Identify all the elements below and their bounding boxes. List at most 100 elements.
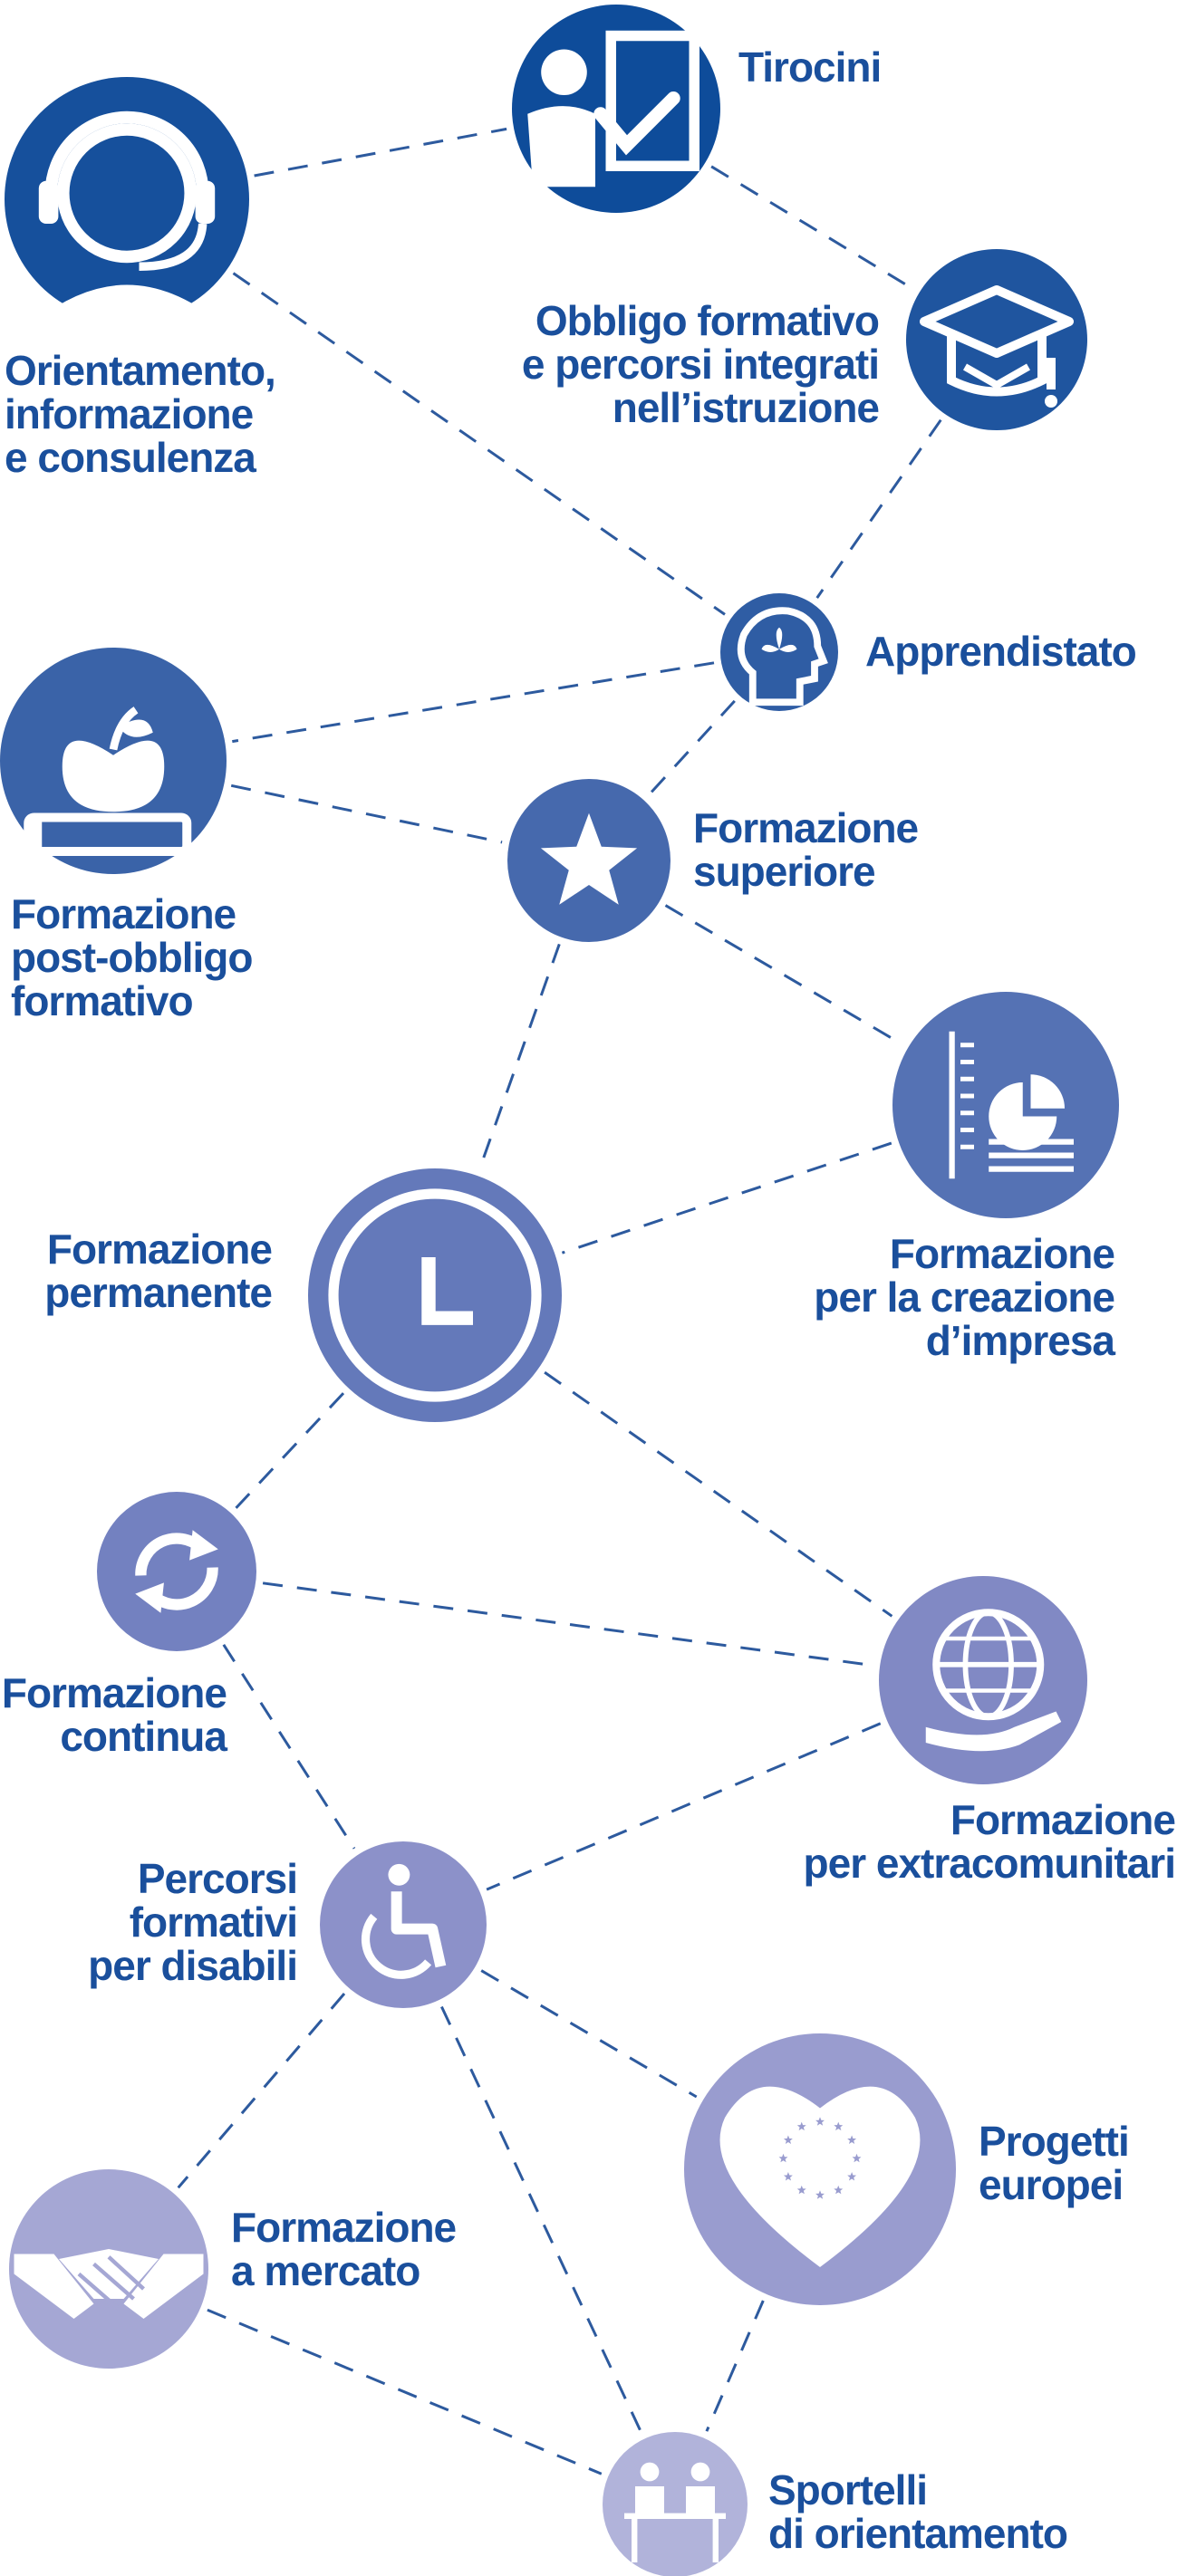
edge-disabili-mercato [177, 1993, 346, 2189]
node-circle-extracomunitari [879, 1576, 1087, 1784]
node-continua [97, 1492, 256, 1651]
node-obbligo [906, 249, 1087, 430]
edge-apprendistato-post_obbligo [232, 661, 715, 744]
node-circle-sportelli [603, 2432, 748, 2576]
edge-orientamento-tirocini [254, 127, 507, 178]
label-line: Orientamento, [5, 347, 275, 394]
edge-obbligo-apprendistato [815, 418, 942, 599]
label-line: formativi [130, 1898, 297, 1946]
handshake-icon [14, 2249, 204, 2319]
label-line: Progetti [979, 2118, 1129, 2165]
edge-continua-disabili [222, 1643, 356, 1850]
edge-disabili-sportelli [440, 2005, 642, 2433]
node-post-obbligo [0, 648, 227, 874]
star-icon [540, 812, 638, 905]
label-line: Formazione [890, 1230, 1115, 1277]
label-line: Obbligo formativo [535, 297, 879, 344]
label-line: Formazione [231, 2204, 457, 2251]
edge-orientamento-apprendistato [232, 272, 726, 616]
label-line: formativo [11, 977, 193, 1024]
label-line: Formazione [950, 1796, 1176, 1843]
label-apprendistato: Apprendistato [865, 628, 1136, 675]
node-circle-continua [97, 1492, 256, 1651]
label-line: continua [60, 1713, 227, 1760]
node-circle-orientamento [5, 77, 249, 322]
edge-superiore-creazione_impresa [664, 904, 903, 1045]
label-line: Tirocini [738, 43, 881, 91]
headset-icon [34, 111, 219, 322]
edge-post_obbligo-superiore [230, 783, 503, 844]
node-orientamento [5, 77, 249, 322]
label-line: Percorsi [138, 1855, 297, 1902]
edge-permanente-continua [235, 1392, 345, 1509]
apple-book-icon [24, 706, 192, 857]
presentation-icon [527, 30, 700, 187]
nodes-layer [0, 5, 1119, 2576]
label-line: Sportelli [768, 2466, 927, 2514]
edge-creazione_impresa-permanente [561, 1141, 892, 1254]
label-line: e percorsi integrati [522, 341, 879, 388]
label-line: e consulenza [5, 434, 256, 481]
label-line: a mercato [231, 2247, 420, 2294]
label-line: Formazione [2, 1669, 227, 1716]
label-line: Formazione [11, 890, 236, 937]
refresh-arrows-icon [135, 1530, 218, 1613]
node-europei [684, 2033, 956, 2305]
counter-desk-icon [624, 2462, 726, 2562]
wheelchair-icon [361, 1863, 447, 1979]
node-extracomunitari [879, 1576, 1087, 1784]
edge-europei-sportelli [705, 2300, 765, 2432]
label-line: post-obbligo [11, 934, 252, 981]
label-line: informazione [5, 390, 254, 437]
node-disabili [320, 1841, 487, 2008]
label-line: Apprendistato [865, 628, 1136, 675]
label-line: per la creazione [814, 1274, 1114, 1321]
label-line: per extracomunitari [804, 1840, 1175, 1887]
label-line: permanente [44, 1269, 272, 1316]
node-permanente [308, 1168, 562, 1422]
edge-permanente-extracomunitari [544, 1370, 893, 1618]
eu-heart-icon [719, 2086, 921, 2267]
node-sportelli [603, 2432, 748, 2576]
label-line: per disabili [88, 1942, 297, 1989]
head-lotus-icon [737, 607, 828, 706]
label-line: Formazione [693, 804, 919, 851]
graduation-cap-icon [920, 285, 1074, 408]
edge-disabili-europei [480, 1969, 698, 2099]
edge-continua-extracomunitari [262, 1581, 873, 1668]
edge-superiore-permanente [478, 943, 561, 1170]
edges-layer [177, 127, 942, 2475]
edge-mercato-sportelli [207, 2308, 603, 2475]
globe-hand-icon [925, 1609, 1062, 1752]
label-line: superiore [693, 848, 875, 895]
report-chart-icon [949, 1031, 1074, 1179]
label-tirocini: Tirocini [738, 43, 881, 91]
node-superiore [507, 779, 671, 942]
label-line: d’impresa [926, 1317, 1116, 1364]
edge-apprendistato-superiore [647, 699, 736, 796]
label-line: nell’istruzione [613, 384, 880, 431]
node-tirocini [512, 5, 720, 213]
node-circle-obbligo [906, 249, 1087, 430]
edge-tirocini-obbligo [710, 165, 914, 291]
clock-icon [328, 1188, 542, 1402]
node-mercato [9, 2169, 208, 2369]
node-creazione-impresa [892, 992, 1119, 1218]
node-apprendistato [720, 593, 838, 711]
label-line: Formazione [47, 1226, 273, 1273]
